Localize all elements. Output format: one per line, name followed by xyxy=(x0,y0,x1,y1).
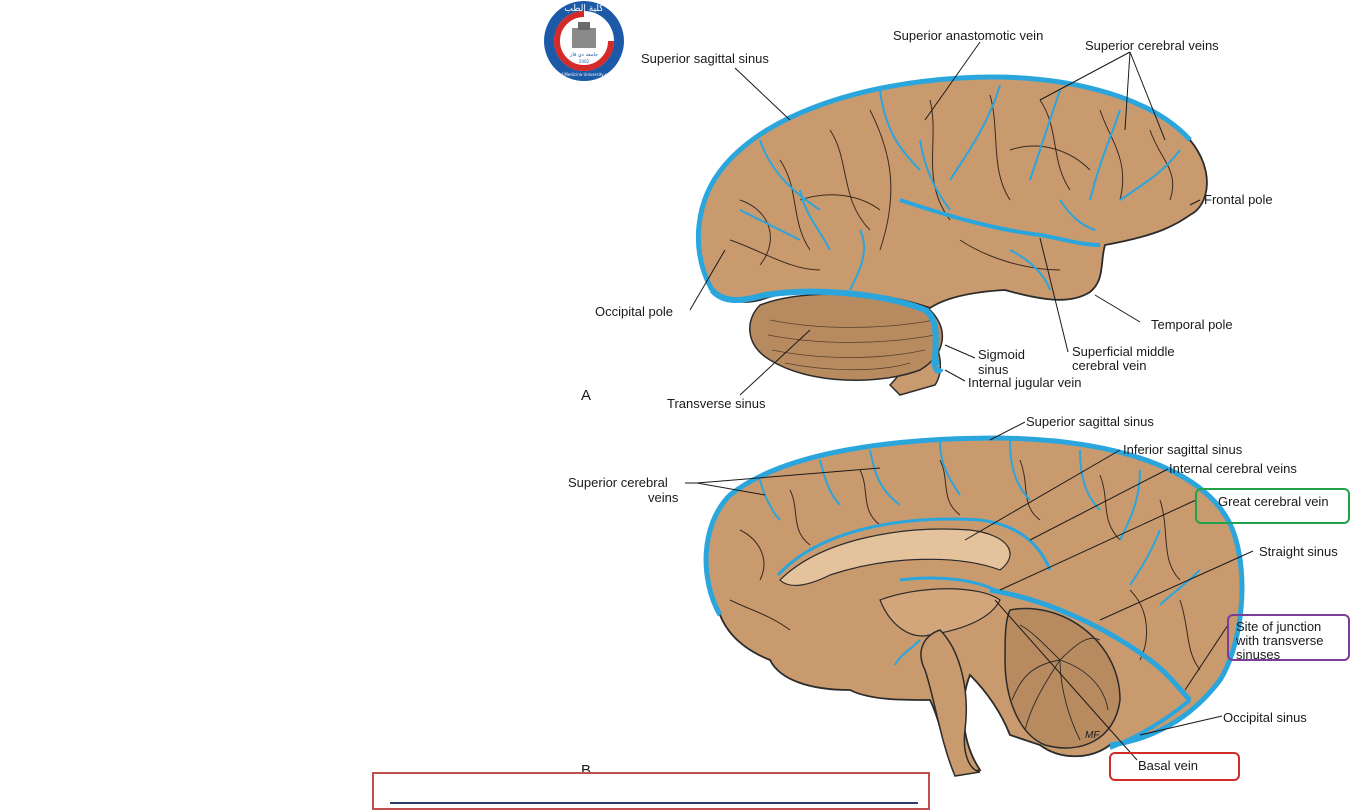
seal-year: 2002 xyxy=(579,59,590,64)
internal-cerebral-vein-b xyxy=(899,576,996,592)
label-site-of-junction-line1: Site of junction xyxy=(1236,619,1322,634)
label-superior-cerebral-veins-a: Superior cerebral veins xyxy=(1085,38,1219,53)
label-transverse-sinus: Transverse sinus xyxy=(667,396,766,411)
label-straight-sinus: Straight sinus xyxy=(1259,544,1338,559)
highlight-box-site-of-junction xyxy=(1227,614,1350,661)
label-internal-cerebral-veins: Internal cerebral veins xyxy=(1169,461,1297,476)
label-superior-anastomotic-vein: Superior anastomotic vein xyxy=(893,28,1044,43)
label-basal-vein: Basal vein xyxy=(1138,758,1198,773)
label-inferior-sagittal-sinus: Inferior sagittal sinus xyxy=(1123,442,1243,457)
internal-jugular-vein-a xyxy=(931,359,944,374)
seal-arabic-top: كلية الطب xyxy=(564,4,604,14)
label-internal-jugular-vein: Internal jugular vein xyxy=(968,375,1082,390)
brainstem-b xyxy=(920,629,981,777)
occipital-sinus-b xyxy=(1109,698,1192,750)
panel-b-medial-brain xyxy=(685,421,1254,777)
label-superficial-middle-line2: cerebral vein xyxy=(1072,358,1147,373)
label-occipital-pole: Occipital pole xyxy=(595,304,674,319)
superficial-middle-cerebral-vein-a xyxy=(899,198,1101,247)
caption-box xyxy=(372,772,930,810)
transverse-sinus-a xyxy=(709,287,939,366)
superior-sagittal-sinus-b xyxy=(703,435,1245,748)
label-temporal-pole: Temporal pole xyxy=(1151,317,1233,332)
panel-letter-b: B xyxy=(581,762,592,779)
label-superior-sagittal-sinus-a: Superior sagittal sinus xyxy=(641,51,769,66)
highlight-box-basal-vein xyxy=(1109,752,1240,781)
thalamus-b xyxy=(879,588,1001,637)
corpus-callosum-b xyxy=(779,528,1011,587)
superior-sagittal-sinus-a xyxy=(695,74,1192,292)
panel-letter-a: A xyxy=(581,387,592,404)
label-site-of-junction-line3: sinuses xyxy=(1236,647,1281,662)
seal-university-arabic: جامعة ذي قار xyxy=(569,52,598,58)
label-site-of-junction-line2: with transverse xyxy=(1236,633,1324,648)
panel-a-lateral-brain xyxy=(689,41,1208,396)
label-superior-cerebral-line1: Superior cerebral xyxy=(568,475,668,490)
inferior-sagittal-sinus-b xyxy=(776,517,1052,577)
highlight-box-great-cerebral-vein xyxy=(1195,488,1350,524)
seal-ring-text: College of Medicine University of Thi-Qa… xyxy=(543,72,625,77)
caption-underline xyxy=(390,802,918,804)
straight-sinus-b xyxy=(989,587,1192,702)
label-superior-cerebral-line2: veins xyxy=(648,490,679,505)
artist-mark: MF xyxy=(1085,730,1100,741)
label-superior-sagittal-sinus-b: Superior sagittal sinus xyxy=(1026,414,1154,429)
label-sigmoid-sinus-line2: sinus xyxy=(978,362,1009,377)
label-superficial-middle-line1: Superficial middle xyxy=(1072,344,1175,359)
label-frontal-pole: Frontal pole xyxy=(1204,192,1273,207)
college-seal-logo: كلية الطب College of Medicine University… xyxy=(543,1,625,81)
label-sigmoid-sinus-line1: Sigmoid xyxy=(978,347,1025,362)
label-occipital-sinus: Occipital sinus xyxy=(1223,710,1307,725)
label-great-cerebral-vein: Great cerebral vein xyxy=(1218,494,1329,509)
